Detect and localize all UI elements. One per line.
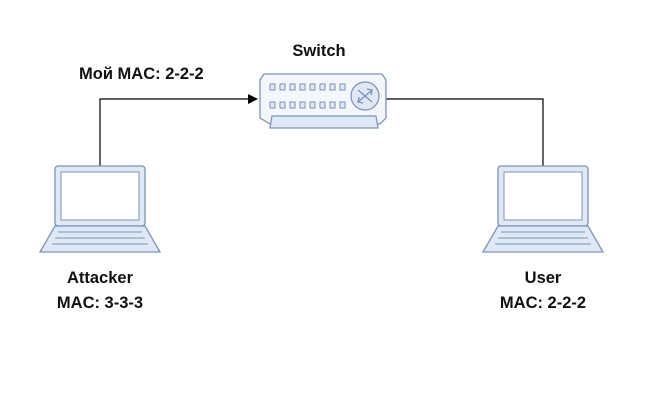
user-name: User <box>524 269 562 287</box>
link-label: Мой MAC: 2-2-2 <box>79 65 204 83</box>
user-mac: MAC: 2-2-2 <box>499 294 587 312</box>
attacker-mac: MAC: 3-3-3 <box>56 294 144 312</box>
connector-attacker-switch <box>99 98 254 166</box>
attacker-name: Attacker <box>66 269 134 287</box>
switch-label: Switch <box>292 42 346 60</box>
connector-switch-user <box>382 98 544 166</box>
switch-icon <box>259 73 387 129</box>
connector-arrowhead <box>248 94 258 104</box>
attacker-laptop-icon <box>38 165 162 253</box>
user-laptop-icon <box>481 165 605 253</box>
